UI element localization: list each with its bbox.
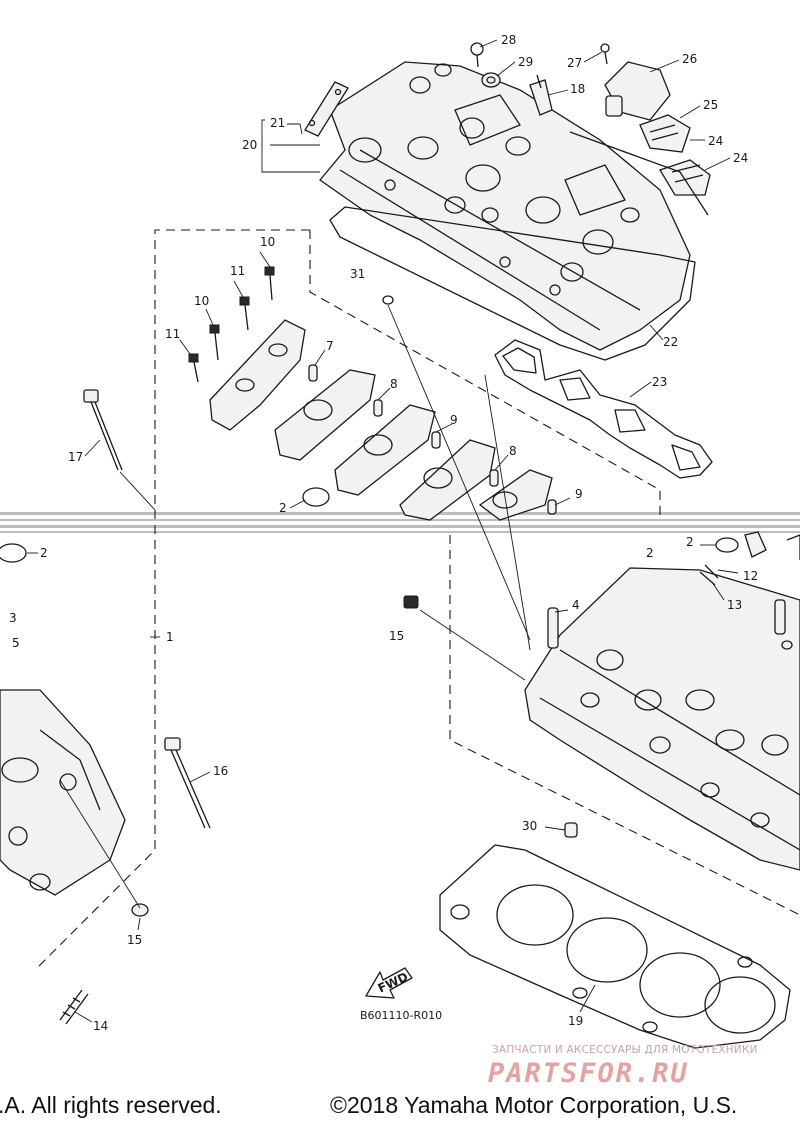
cylinder-head-gasket [439, 822, 791, 1049]
callout-24b: 24 [733, 151, 748, 165]
watermark: ЗАПЧАСТИ И АКСЕССУАРЫ ДЛЯ МОТОТЕХНИКИ PA… [478, 1042, 800, 1092]
callout-30: 30 [522, 819, 537, 833]
callout-24a: 24 [708, 134, 723, 148]
leader-lines [27, 39, 739, 1023]
callout-9a: 9 [450, 413, 458, 427]
watermark-tagline: ЗАПЧАСТИ И АКСЕССУАРЫ ДЛЯ МОТОТЕХНИКИ [492, 1044, 758, 1056]
head-bolt-16 [164, 737, 211, 829]
head-group-outline [34, 229, 800, 971]
callout-18: 18 [570, 82, 585, 96]
callout-23: 23 [652, 375, 667, 389]
callout-15b: 15 [127, 933, 142, 947]
callout-5: 5 [12, 636, 20, 650]
callout-4: 4 [572, 598, 580, 612]
fwd-arrow-icon: FWD [365, 967, 413, 999]
callout-10a: 10 [260, 235, 275, 249]
callout-19: 19 [568, 1014, 583, 1028]
callout-1: 1 [166, 630, 174, 644]
callout-22: 22 [663, 335, 678, 349]
cylinder-head-left [0, 689, 126, 896]
callout-15a: 15 [389, 629, 404, 643]
stud-bolt [59, 989, 89, 1025]
callout-14: 14 [93, 1019, 108, 1033]
callout-8a: 8 [390, 377, 398, 391]
callout-10b: 10 [194, 294, 209, 308]
callout-11a: 11 [230, 264, 245, 278]
o-rings [0, 295, 739, 563]
callout-16: 16 [213, 764, 228, 778]
copyright-left: .A. All rights reserved. [0, 1092, 222, 1118]
callout-9b: 9 [575, 487, 583, 501]
callout-28: 28 [501, 33, 516, 47]
callout-25: 25 [703, 98, 718, 112]
callout-17: 17 [68, 450, 83, 464]
callout-2a: 2 [279, 501, 287, 515]
breather-cover-parts [470, 42, 711, 216]
callout-numbers: 28 29 27 26 18 25 24 24 21 20 22 23 31 1… [9, 33, 758, 1033]
reference-code: B601110-R010 [360, 1009, 442, 1022]
callout-21: 21 [270, 116, 285, 130]
callout-2d: 2 [686, 535, 694, 549]
plugs [131, 595, 526, 917]
callout-7: 7 [326, 339, 334, 353]
cylinder-head-right [524, 531, 800, 871]
callout-11b: 11 [165, 327, 180, 341]
callout-29: 29 [518, 55, 533, 69]
copyright-footer: .A. All rights reserved. ©2018 Yamaha Mo… [0, 1092, 800, 1124]
callout-20: 20 [242, 138, 257, 152]
watermark-logo: PARTSFOR.RU [488, 1058, 689, 1089]
callout-26: 26 [682, 52, 697, 66]
scan-noise-band [0, 512, 800, 533]
callout-2c: 2 [646, 546, 654, 560]
callout-31: 31 [350, 267, 365, 281]
copyright-right: ©2018 Yamaha Motor Corporation, U.S. [330, 1092, 738, 1118]
camshaft-caps [209, 319, 557, 521]
callout-3: 3 [9, 611, 17, 625]
cover-plate [304, 81, 349, 137]
cam-cap-bolts [188, 266, 275, 383]
head-cover-gasket [329, 206, 696, 361]
callout-12: 12 [743, 569, 758, 583]
callout-2b: 2 [40, 546, 48, 560]
cylinder-head-cover [319, 61, 691, 351]
spark-plug-gasket [494, 339, 713, 479]
head-bolt-long [83, 389, 156, 511]
callout-27: 27 [567, 56, 582, 70]
callout-13: 13 [727, 598, 742, 612]
callout-8b: 8 [509, 444, 517, 458]
